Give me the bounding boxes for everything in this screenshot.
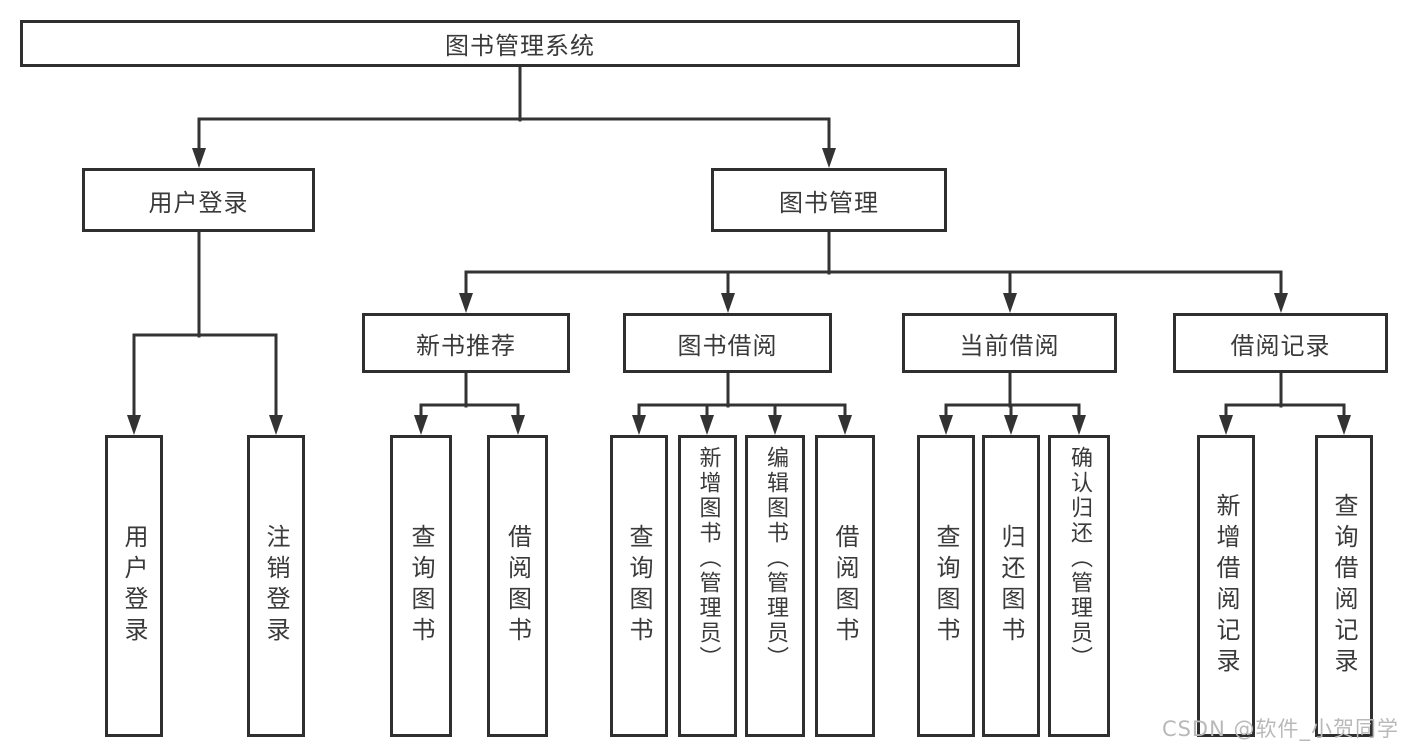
arrow-icon: [822, 148, 836, 168]
leaf-user-login: 用户登录: [105, 435, 163, 737]
arrow-icon: [511, 415, 525, 435]
node-current-borrow-label: 当前借阅: [959, 331, 1060, 360]
leaf-query-books-current: 查询图书: [917, 435, 975, 737]
leaf-add-borrow-record-label: 新增借阅记录: [1212, 493, 1240, 679]
arrow-icon: [721, 293, 735, 313]
node-user-login: 用户登录: [82, 168, 315, 232]
arrow-icon: [700, 415, 714, 435]
node-system-root: 图书管理系统: [20, 20, 1020, 67]
leaf-query-borrow-record: 查询借阅记录: [1315, 435, 1373, 737]
leaf-borrow-books-borrow: 借阅图书: [815, 435, 875, 737]
arrow-icon: [459, 293, 473, 313]
node-borrow-records: 借阅记录: [1173, 313, 1388, 373]
leaf-borrow-books-recommend-label: 借阅图书: [503, 524, 532, 648]
node-new-book-recommend: 新书推荐: [362, 313, 570, 373]
leaf-borrow-books-recommend: 借阅图书: [487, 435, 548, 737]
leaf-edit-book-admin: 编辑图书（管理员）: [745, 435, 805, 737]
arrow-icon: [1072, 415, 1086, 435]
node-new-book-recommend-label: 新书推荐: [416, 331, 516, 360]
arrow-icon: [1274, 293, 1288, 313]
connector-userlogin-to-leaves: [127, 230, 283, 435]
leaf-add-borrow-record: 新增借阅记录: [1197, 435, 1255, 737]
connector-bookmgmt-to-level3: [459, 230, 1288, 313]
connector-currentborrow-to-leaves: [939, 371, 1086, 435]
leaf-query-books-recommend: 查询图书: [390, 435, 452, 737]
node-user-login-label: 用户登录: [148, 188, 249, 217]
arrow-icon: [768, 415, 782, 435]
leaf-return-book-label: 归还图书: [997, 524, 1025, 648]
leaf-query-books-current-label: 查询图书: [932, 524, 960, 648]
arrow-icon: [1337, 415, 1351, 435]
connector-bookborrow-to-leaves: [632, 371, 852, 435]
leaf-return-book: 归还图书: [982, 435, 1040, 737]
node-current-borrow: 当前借阅: [902, 313, 1117, 373]
node-book-borrow: 图书借阅: [623, 313, 832, 373]
connector-borrowrecord-to-leaves: [1219, 371, 1351, 435]
leaf-add-book-admin: 新增图书（管理员）: [678, 435, 737, 737]
leaf-query-books-borrow-label: 查询图书: [625, 524, 653, 648]
node-book-borrow-label: 图书借阅: [677, 331, 778, 360]
node-system-root-label: 图书管理系统: [445, 32, 595, 60]
leaf-borrow-books-borrow-label: 借阅图书: [831, 524, 859, 648]
leaf-logout: 注销登录: [247, 435, 305, 737]
arrow-icon: [939, 415, 953, 435]
arrow-icon: [414, 415, 428, 435]
leaf-logout-label: 注销登录: [262, 524, 290, 648]
leaf-query-books-borrow: 查询图书: [610, 435, 668, 737]
arrow-icon: [1219, 415, 1233, 435]
leaf-user-login-label: 用户登录: [120, 524, 148, 648]
arrow-icon: [192, 148, 206, 168]
arrow-icon: [1004, 415, 1018, 435]
arrow-icon: [1003, 293, 1017, 313]
node-borrow-records-label: 借阅记录: [1230, 331, 1331, 360]
leaf-query-books-recommend-label: 查询图书: [407, 524, 435, 648]
arrow-icon: [127, 415, 141, 435]
arrow-icon: [838, 415, 852, 435]
arrow-icon: [632, 415, 646, 435]
node-book-management: 图书管理: [711, 168, 947, 232]
arrow-icon: [269, 415, 283, 435]
leaf-add-book-admin-label: 新增图书（管理员）: [695, 446, 721, 671]
leaf-edit-book-admin-label: 编辑图书（管理员）: [763, 446, 788, 671]
watermark-text: CSDN @软件_小贺同学: [1161, 717, 1399, 741]
leaf-query-borrow-record-label: 查询借阅记录: [1330, 493, 1358, 679]
connector-newbook-to-leaves: [414, 371, 525, 435]
leaf-confirm-return-admin-label: 确认归还（管理员）: [1067, 446, 1092, 671]
connector-root-to-level2: [192, 65, 836, 168]
node-book-management-label: 图书管理: [779, 188, 879, 217]
leaf-confirm-return-admin: 确认归还（管理员）: [1048, 435, 1110, 737]
